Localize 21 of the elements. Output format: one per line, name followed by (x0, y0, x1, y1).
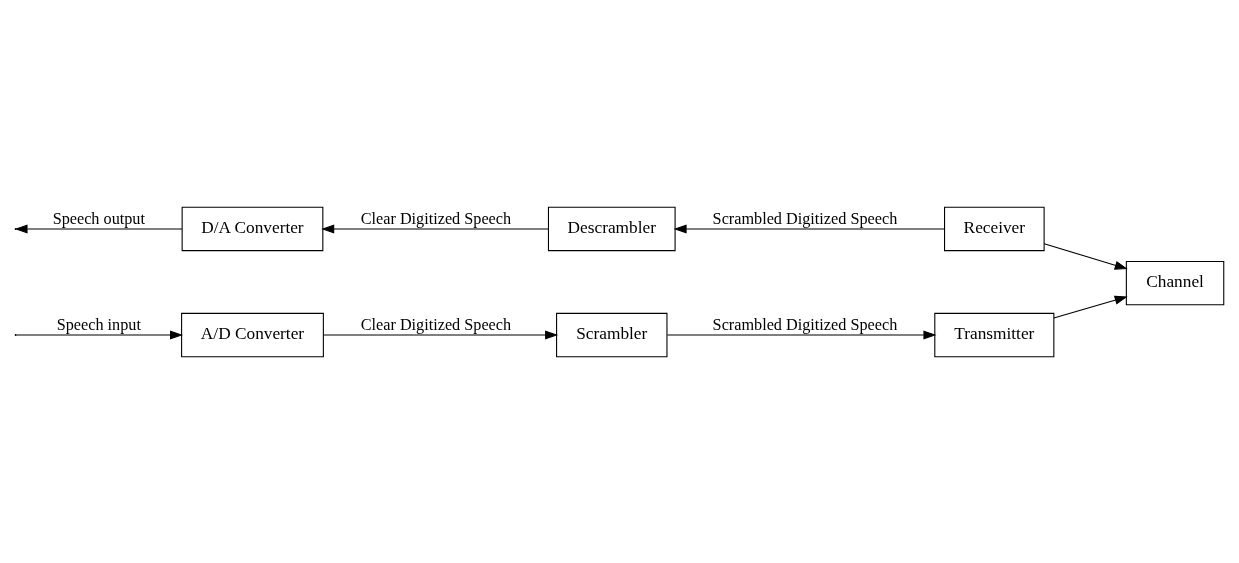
arrow (1043, 242, 1128, 270)
edge-label: Speech output (52, 209, 145, 228)
arrow (1053, 295, 1128, 319)
node-box: Receiver (944, 206, 1045, 251)
arrow (14, 223, 183, 234)
edge-label: Clear Digitized Speech (360, 209, 512, 228)
edge-label: Speech input (56, 315, 141, 334)
arrow (323, 329, 559, 340)
node-box: Descrambler (547, 206, 676, 251)
node-box: A/D Converter (181, 312, 324, 357)
edge-label: Scrambled Digitized Speech (712, 315, 898, 334)
arrow (321, 223, 549, 234)
node-box: Scrambler (556, 312, 668, 357)
edge-label: Scrambled Digitized Speech (712, 209, 898, 228)
arrow (673, 223, 945, 234)
node-box: Transmitter (934, 312, 1055, 357)
node-box: Channel (1125, 260, 1225, 305)
edge-label: Clear Digitized Speech (360, 315, 512, 334)
arrow (15, 329, 183, 340)
node-box: D/A Converter (181, 206, 324, 251)
arrow (666, 329, 937, 340)
